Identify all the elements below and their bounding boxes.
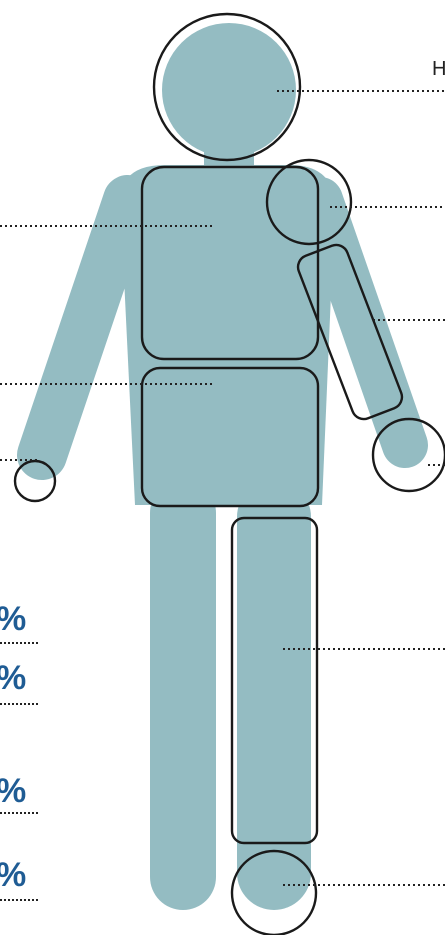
percentage-3: % (0, 774, 56, 808)
percentage-1-underline (0, 642, 38, 644)
left-leg-shape (237, 480, 311, 910)
head-label: H (432, 58, 445, 81)
percentage-1: % (0, 602, 56, 636)
percentage-2: % (0, 661, 56, 695)
right-arm-shape (42, 200, 128, 455)
head-shape (162, 23, 296, 157)
percentage-4: % (0, 858, 56, 892)
body-silhouette (42, 23, 405, 910)
percentage-3-underline (0, 812, 38, 814)
right-leg-shape (150, 480, 216, 910)
torso-shape (120, 165, 335, 505)
percentage-4-underline (0, 899, 38, 901)
percentage-2-underline (0, 703, 38, 705)
